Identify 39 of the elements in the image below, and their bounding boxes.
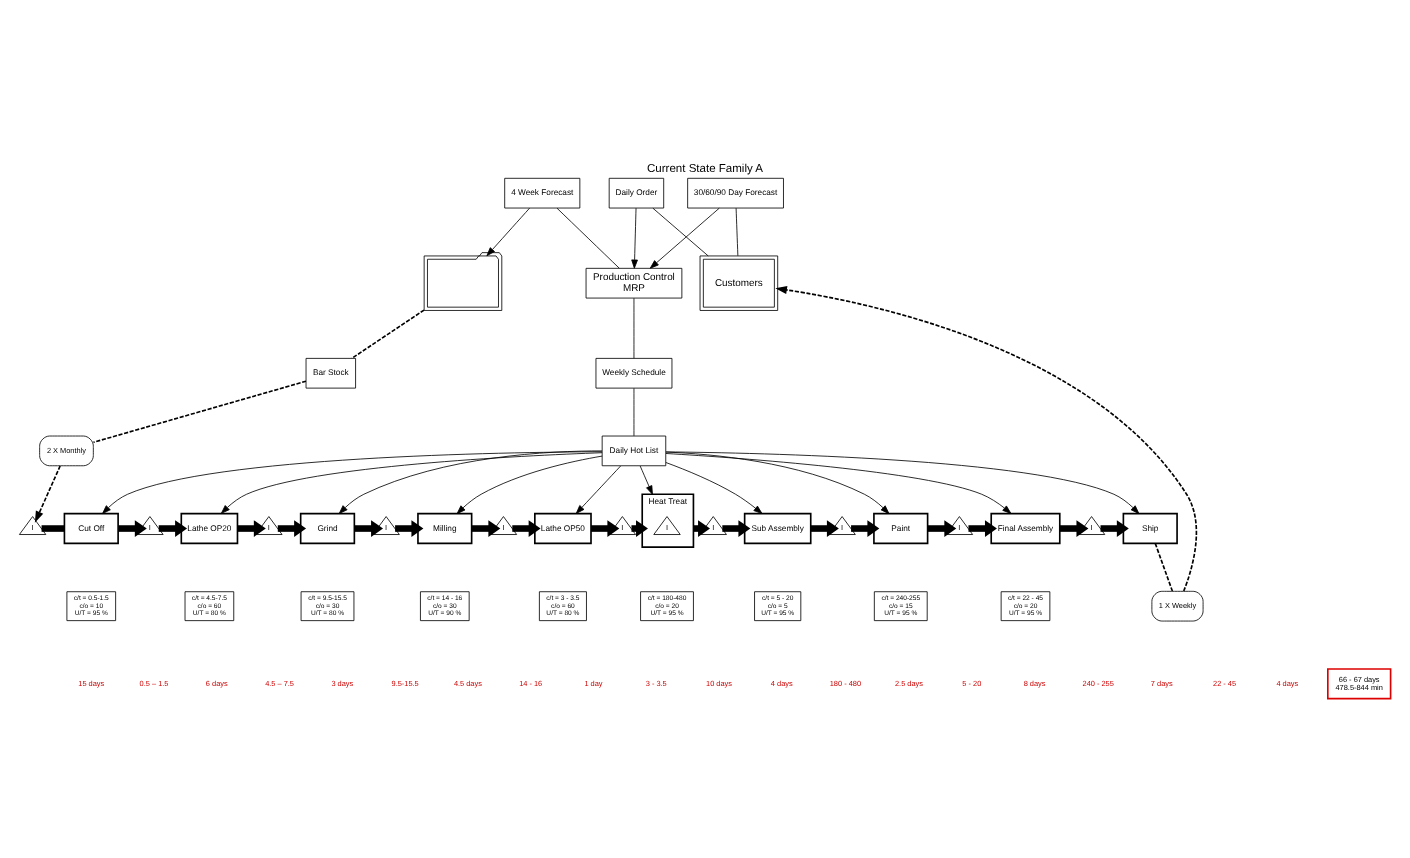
arrow — [665, 462, 763, 514]
arrow — [158, 520, 188, 537]
arrow — [395, 520, 424, 537]
arrow — [649, 207, 720, 269]
arrow — [968, 520, 997, 537]
arrow — [575, 465, 621, 514]
arrow — [512, 520, 541, 537]
connector — [556, 207, 620, 269]
connector — [92, 380, 307, 444]
arrow — [639, 465, 653, 495]
arrow — [220, 452, 603, 514]
arrow — [665, 451, 890, 515]
arrow — [927, 520, 957, 537]
connector — [351, 309, 425, 360]
arrow — [851, 520, 880, 537]
arrow — [486, 207, 530, 257]
arrow — [34, 465, 61, 523]
arrow — [102, 451, 603, 515]
arrow — [237, 520, 266, 537]
arrow — [338, 450, 603, 514]
arrow — [631, 207, 638, 269]
arrow — [1100, 520, 1129, 537]
connector — [633, 297, 635, 359]
arrow — [722, 520, 751, 537]
arrow — [665, 453, 1012, 514]
arrow — [1059, 520, 1089, 537]
connector — [1154, 542, 1174, 592]
connector — [652, 207, 709, 257]
connector — [735, 207, 739, 257]
arrow — [354, 520, 384, 537]
arrow — [471, 520, 501, 537]
connector — [41, 525, 65, 532]
arrow — [118, 520, 147, 537]
arrow — [591, 520, 620, 537]
arrow — [665, 451, 1140, 515]
arrow — [810, 520, 839, 537]
arrow — [277, 520, 307, 537]
arrow — [456, 455, 603, 515]
arrow — [775, 285, 1198, 592]
